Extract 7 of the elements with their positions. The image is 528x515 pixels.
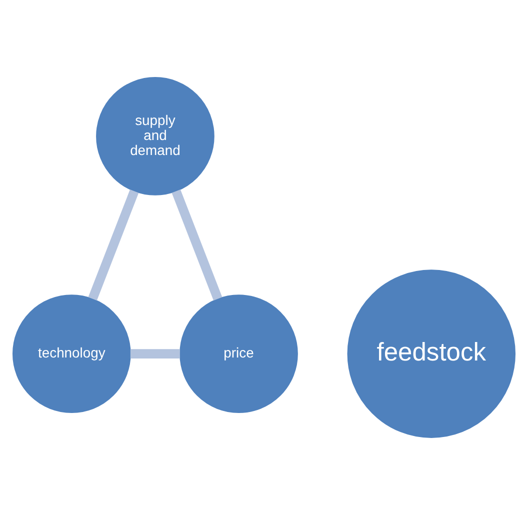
connector <box>172 189 222 301</box>
node-circle: price <box>180 294 298 413</box>
node-circle: supply and demand <box>96 77 214 196</box>
connector <box>130 349 180 358</box>
node-circle: technology <box>12 294 131 413</box>
connector <box>88 189 139 300</box>
node-circle: feedstock <box>347 270 516 438</box>
